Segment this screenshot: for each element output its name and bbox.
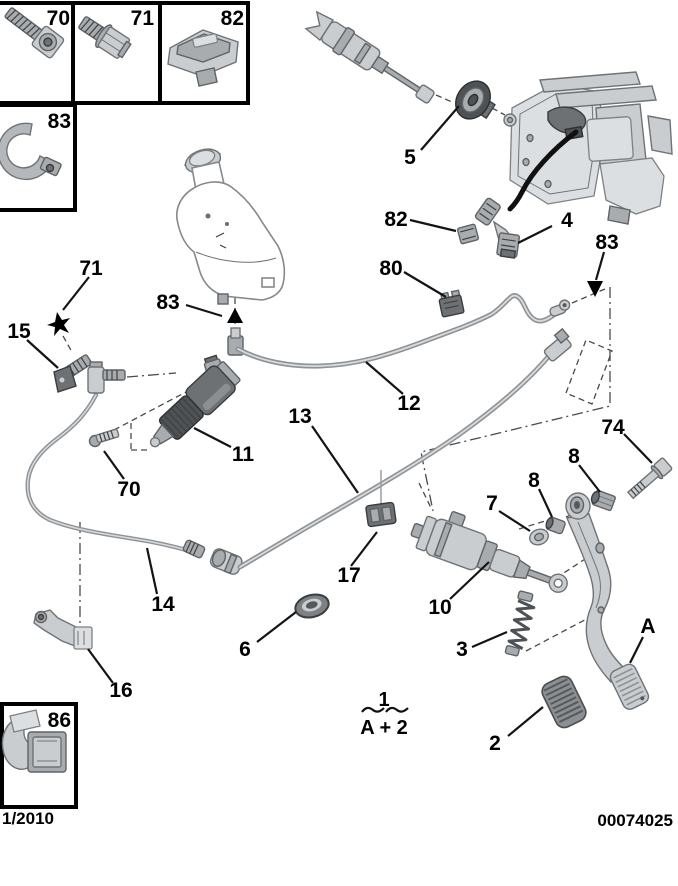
pedal-pad bbox=[541, 675, 587, 729]
callout-80: 80 bbox=[379, 257, 402, 280]
pressure-pipe-13 bbox=[182, 327, 572, 575]
callout-14: 14 bbox=[151, 593, 175, 616]
inset-label-71: 71 bbox=[131, 7, 155, 30]
routing-arc bbox=[507, 129, 579, 212]
pedal-sensor bbox=[474, 197, 521, 259]
callout-17: 17 bbox=[337, 564, 360, 587]
pipe-clip-17 bbox=[365, 470, 397, 528]
callout-82b: 82 bbox=[384, 208, 407, 231]
sensor-clip bbox=[456, 223, 480, 245]
retaining-clip-icon bbox=[167, 29, 239, 87]
return-spring bbox=[504, 590, 536, 657]
holder-clip-icon bbox=[1, 709, 67, 773]
assembly-formula: 1 A + 2 bbox=[360, 689, 409, 739]
callout-2: 2 bbox=[489, 732, 501, 755]
callout-5: 5 bbox=[404, 146, 416, 169]
inset-boxes bbox=[0, 1, 250, 809]
footer-date: 1/2010 bbox=[2, 809, 54, 828]
callout-74: 74 bbox=[601, 416, 625, 439]
callout-13: 13 bbox=[288, 405, 311, 428]
hose-clamp-icon bbox=[0, 122, 62, 181]
inset-label-70: 70 bbox=[47, 7, 70, 30]
firewall-grommet bbox=[455, 80, 496, 120]
nut-8-right bbox=[590, 489, 616, 512]
callout-16: 16 bbox=[109, 679, 132, 702]
slave-cylinder bbox=[149, 354, 241, 448]
callout-12: 12 bbox=[397, 392, 420, 415]
clamp-marker-left bbox=[227, 308, 243, 323]
clutch-master-pushrod bbox=[304, 10, 435, 104]
callout-83b: 83 bbox=[595, 231, 618, 254]
hose-14 bbox=[25, 392, 193, 554]
grommet-6 bbox=[294, 593, 330, 619]
clamp-marker-right bbox=[587, 281, 603, 297]
socket-head-bolt-icon bbox=[4, 7, 65, 59]
bolt-70-scene bbox=[88, 428, 120, 448]
callout-83a: 83 bbox=[156, 291, 179, 314]
inset-label-86: 86 bbox=[48, 709, 71, 732]
callout-8b: 8 bbox=[568, 445, 580, 468]
callout-70b: 70 bbox=[117, 478, 140, 501]
support-bracket-16 bbox=[33, 609, 93, 650]
footer-drawing-number: 00074025 bbox=[597, 811, 673, 830]
pivot-bolt-74 bbox=[626, 457, 673, 500]
pedal-bracket-assembly bbox=[503, 71, 673, 225]
callout-A: A bbox=[640, 615, 655, 638]
inset-box-83 bbox=[0, 103, 77, 212]
callout-15: 15 bbox=[7, 320, 31, 343]
union-15 bbox=[47, 312, 126, 394]
leader-lines bbox=[26, 105, 653, 737]
formula-numerator: 1 bbox=[378, 689, 389, 711]
pipe-clip-80 bbox=[438, 289, 465, 318]
callout-4: 4 bbox=[561, 209, 573, 232]
fluid-reservoir bbox=[176, 148, 286, 305]
callout-10: 10 bbox=[428, 596, 451, 619]
formula-denominator: A + 2 bbox=[360, 717, 408, 739]
clutch-pedal bbox=[565, 492, 650, 710]
formula-brace bbox=[361, 706, 409, 713]
inset-label-83: 83 bbox=[48, 110, 71, 133]
callout-8a: 8 bbox=[528, 469, 540, 492]
supply-pipe-12 bbox=[227, 293, 571, 369]
callout-71b: 71 bbox=[79, 257, 103, 280]
inset-label-82: 82 bbox=[221, 7, 244, 30]
bushing-8-left bbox=[545, 516, 566, 535]
hex-flange-screw-icon bbox=[78, 16, 132, 59]
washer-7 bbox=[529, 528, 549, 546]
callout-3: 3 bbox=[456, 638, 468, 661]
callout-6: 6 bbox=[239, 638, 251, 661]
star-clip-71 bbox=[47, 312, 70, 336]
callout-7: 7 bbox=[486, 492, 498, 515]
callout-11: 11 bbox=[232, 443, 255, 466]
